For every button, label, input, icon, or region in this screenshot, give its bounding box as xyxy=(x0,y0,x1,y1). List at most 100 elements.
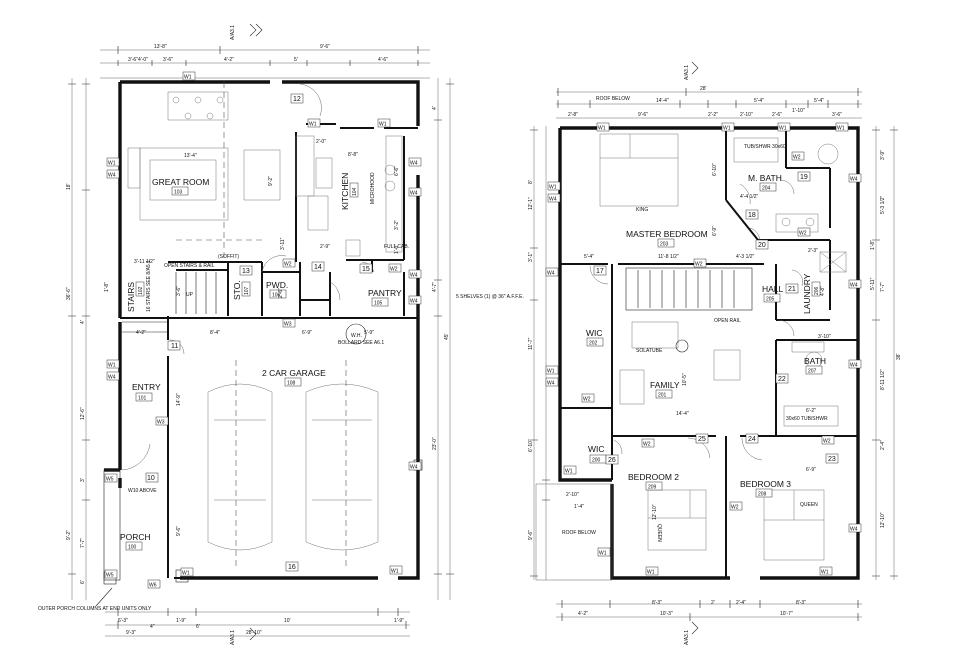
svg-text:A/A3.1: A/A3.1 xyxy=(684,630,690,645)
room-porch: PORCH xyxy=(120,532,151,542)
room-laundry: LAUNDRY xyxy=(802,273,812,314)
svg-text:19: 19 xyxy=(800,174,808,181)
svg-text:W1: W1 xyxy=(182,571,190,577)
svg-text:W1: W1 xyxy=(599,551,607,557)
second-floor-plan: W1 W1 W1 W1 W1 W4 W2 W4 W2 W4 W2 W4 W1 W… xyxy=(528,86,902,621)
svg-text:6'-9": 6'-9" xyxy=(806,467,816,473)
svg-text:W1: W1 xyxy=(565,469,573,475)
svg-text:OPEN STAIRS & RAIL: OPEN STAIRS & RAIL xyxy=(164,263,215,269)
svg-text:9'-6": 9'-6" xyxy=(320,44,330,50)
svg-text:26: 26 xyxy=(608,457,616,464)
svg-text:W4: W4 xyxy=(410,465,418,471)
svg-text:W1: W1 xyxy=(779,126,787,132)
svg-text:2'-6": 2'-6" xyxy=(278,288,284,298)
section-mark-first-floor-bottom: A/A3.1 xyxy=(230,627,257,645)
svg-text:5'-4": 5'-4" xyxy=(814,98,824,104)
svg-text:106: 106 xyxy=(272,293,281,299)
svg-text:24: 24 xyxy=(748,436,756,443)
svg-text:4'-0": 4'-0" xyxy=(138,57,148,63)
svg-text:5 SHELVES (1) @ 36" A.F.F.E.: 5 SHELVES (1) @ 36" A.F.F.E. xyxy=(456,294,524,300)
svg-text:2'-0": 2'-0" xyxy=(316,139,326,145)
room-wic-2: WIC xyxy=(588,444,605,454)
svg-text:9'-2": 9'-2" xyxy=(268,176,274,186)
svg-text:8'-3": 8'-3" xyxy=(796,600,806,606)
svg-text:MICROHOOD: MICROHOOD xyxy=(370,172,376,204)
svg-text:W1: W1 xyxy=(108,363,116,369)
svg-text:12: 12 xyxy=(293,96,301,103)
section-mark-second-floor-bottom: A/A3.1 xyxy=(684,621,699,645)
svg-text:4": 4" xyxy=(150,624,155,630)
svg-text:W2: W2 xyxy=(793,155,801,161)
svg-text:100: 100 xyxy=(128,545,137,551)
svg-text:3'-6": 3'-6" xyxy=(128,57,138,63)
svg-text:SOLATUBE: SOLATUBE xyxy=(636,348,663,354)
svg-text:20: 20 xyxy=(758,242,766,249)
room-bath: BATH xyxy=(804,356,826,366)
svg-text:12'-1": 12'-1" xyxy=(528,197,534,210)
svg-text:36'-6": 36'-6" xyxy=(66,287,72,300)
svg-text:206: 206 xyxy=(814,286,820,295)
svg-text:10': 10' xyxy=(284,618,291,624)
svg-text:W1: W1 xyxy=(598,126,606,132)
svg-text:15: 15 xyxy=(362,266,370,273)
svg-text:W1: W1 xyxy=(821,570,829,576)
room-kitchen: KITCHEN xyxy=(340,173,350,210)
svg-text:3': 3' xyxy=(80,478,86,482)
svg-text:14'-9": 14'-9" xyxy=(176,393,182,406)
svg-text:14'-4": 14'-4" xyxy=(676,411,689,417)
svg-text:W4: W4 xyxy=(410,191,418,197)
svg-text:4'-8": 4'-8" xyxy=(820,286,826,296)
svg-text:W1: W1 xyxy=(647,570,655,576)
svg-text:ROOF BELOW: ROOF BELOW xyxy=(596,96,630,102)
svg-text:30x60 TUB/SHWR: 30x60 TUB/SHWR xyxy=(786,416,828,422)
svg-text:(SOFFIT): (SOFFIT) xyxy=(218,254,239,260)
svg-text:4'-4 1/2": 4'-4 1/2" xyxy=(740,194,759,200)
svg-text:12'-6": 12'-6" xyxy=(80,407,86,420)
svg-text:2'-9": 2'-9" xyxy=(320,244,330,250)
section-mark-first-floor-top: A/A3.1 xyxy=(230,23,263,40)
svg-text:11: 11 xyxy=(171,343,178,350)
room-hall: HALL xyxy=(762,284,784,294)
svg-text:8'-8": 8'-8" xyxy=(348,152,358,158)
svg-text:QUEEN: QUEEN xyxy=(800,502,818,508)
svg-text:W1: W1 xyxy=(184,75,192,81)
svg-text:6'-3": 6'-3" xyxy=(118,618,128,624)
svg-text:W10 ABOVE: W10 ABOVE xyxy=(128,488,157,494)
svg-text:101: 101 xyxy=(138,396,147,402)
svg-text:11'-8 1/2": 11'-8 1/2" xyxy=(658,254,679,260)
svg-text:6': 6' xyxy=(80,580,86,584)
svg-text:A/A3.1: A/A3.1 xyxy=(230,630,236,645)
svg-text:14: 14 xyxy=(314,264,322,271)
svg-text:BOLLARD SEE A6.1: BOLLARD SEE A6.1 xyxy=(338,340,384,346)
svg-text:W1: W1 xyxy=(837,126,845,132)
svg-text:1'-0": 1'-0" xyxy=(394,244,400,254)
svg-text:2': 2' xyxy=(711,600,715,606)
svg-text:104: 104 xyxy=(352,187,358,196)
svg-text:6'-9": 6'-9" xyxy=(302,330,312,336)
svg-text:3'-6": 3'-6" xyxy=(163,57,173,63)
svg-text:W4: W4 xyxy=(850,177,858,183)
svg-text:6'-10": 6'-10" xyxy=(712,163,718,176)
svg-text:5'-4": 5'-4" xyxy=(584,254,594,260)
room-bedroom-3: BEDROOM 3 xyxy=(740,479,791,489)
svg-text:UP: UP xyxy=(186,292,194,298)
svg-text:23'-0": 23'-0" xyxy=(432,437,438,450)
svg-text:103: 103 xyxy=(174,190,183,196)
svg-text:2'-10": 2'-10" xyxy=(566,492,579,498)
svg-text:5'-3 1/2": 5'-3 1/2" xyxy=(880,195,886,214)
svg-text:13'-4": 13'-4" xyxy=(184,153,197,159)
svg-text:208: 208 xyxy=(758,492,767,498)
svg-text:25: 25 xyxy=(698,436,706,443)
svg-text:4'-7": 4'-7" xyxy=(432,282,438,292)
svg-text:1'-10": 1'-10" xyxy=(792,108,805,114)
svg-text:W4: W4 xyxy=(410,273,418,279)
svg-text:4'-3 1/2": 4'-3 1/2" xyxy=(736,254,755,260)
svg-text:4'-2": 4'-2" xyxy=(136,330,146,336)
svg-text:W4: W4 xyxy=(108,375,116,381)
room-pwd: PWD. xyxy=(266,280,288,290)
svg-text:6': 6' xyxy=(196,624,200,630)
svg-text:8'-3": 8'-3" xyxy=(652,600,662,606)
svg-text:A/A3.1: A/A3.1 xyxy=(230,25,236,40)
svg-text:9'-6": 9'-6" xyxy=(176,526,182,536)
